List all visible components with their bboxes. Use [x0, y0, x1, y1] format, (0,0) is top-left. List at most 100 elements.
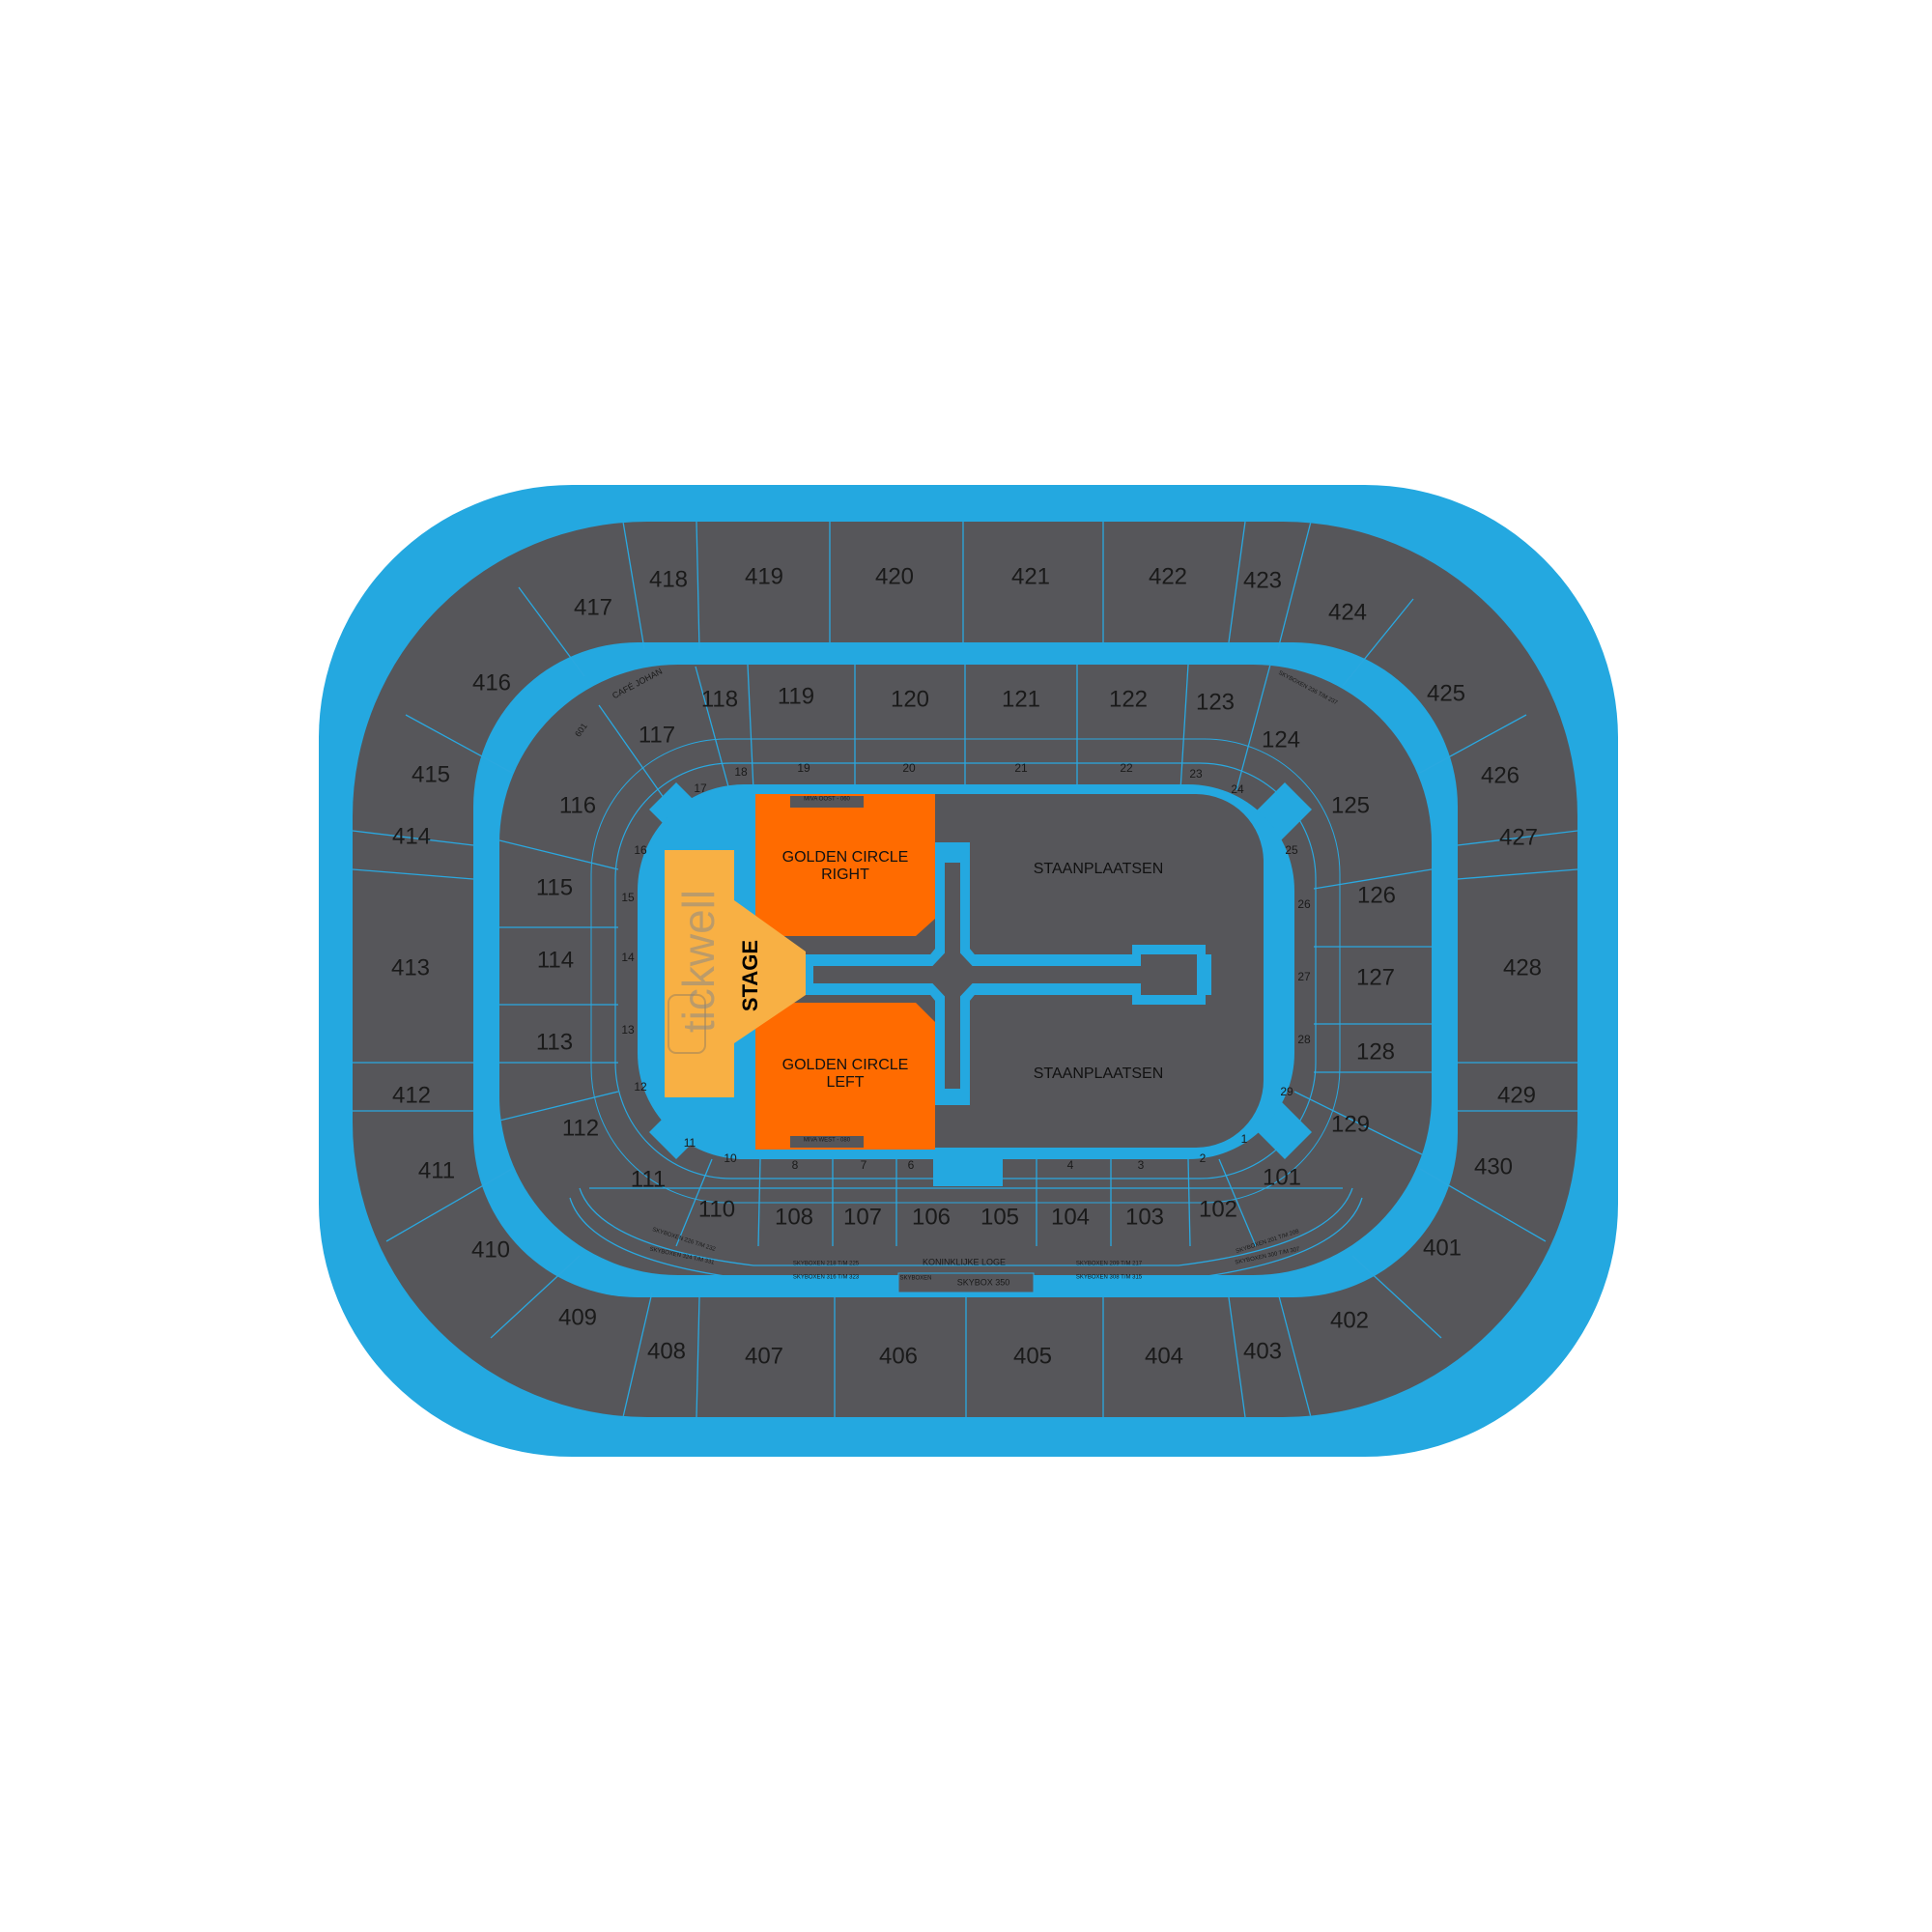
section-117[interactable]: 117: [639, 722, 675, 748]
section-107[interactable]: 107: [843, 1204, 882, 1230]
golden-circle-right-label-line1: GOLDEN CIRCLE: [782, 849, 909, 866]
stage-label: STAGE: [738, 940, 762, 1011]
section-106[interactable]: 106: [912, 1204, 951, 1230]
row-23: 23: [1189, 767, 1203, 781]
row-7: 7: [861, 1158, 867, 1172]
section-405[interactable]: 405: [1013, 1343, 1052, 1369]
section-412[interactable]: 412: [392, 1082, 431, 1108]
row-13: 13: [621, 1023, 635, 1037]
row-26: 26: [1297, 897, 1311, 911]
section-103[interactable]: 103: [1125, 1204, 1164, 1230]
row-16: 16: [634, 843, 647, 857]
section-111[interactable]: 111: [631, 1166, 666, 1192]
section-112[interactable]: 112: [562, 1115, 599, 1141]
section-429[interactable]: 429: [1497, 1082, 1536, 1108]
section-121[interactable]: 121: [1002, 686, 1040, 712]
section-102[interactable]: 102: [1199, 1196, 1237, 1222]
skyboxen-218-225-label: SKYBOXEN 218 T/M 225: [793, 1262, 860, 1267]
row-27: 27: [1297, 970, 1311, 983]
row-11: 11: [684, 1136, 696, 1150]
standing-area-top-label[interactable]: STAANPLAATSEN: [1034, 861, 1164, 877]
miva-west-label: MIVA WEST - 080: [804, 1138, 851, 1144]
section-116[interactable]: 116: [559, 792, 596, 818]
section-423[interactable]: 423: [1243, 567, 1282, 593]
row-19: 19: [797, 761, 810, 775]
section-110[interactable]: 110: [698, 1196, 735, 1222]
section-426[interactable]: 426: [1481, 762, 1520, 788]
standing-area-bottom-label[interactable]: STAANPLAATSEN: [1034, 1065, 1164, 1082]
row-21: 21: [1014, 761, 1028, 775]
miva-west-box: [790, 1136, 864, 1148]
section-127[interactable]: 127: [1356, 964, 1395, 990]
section-114[interactable]: 114: [537, 947, 574, 973]
section-120[interactable]: 120: [891, 686, 929, 712]
section-418[interactable]: 418: [649, 566, 688, 592]
section-417[interactable]: 417: [574, 594, 612, 620]
skyboxen-308-315-label: SKYBOXEN 308 T/M 315: [1076, 1275, 1143, 1281]
watermark-text: tickwell: [673, 890, 724, 1033]
row-4: 4: [1067, 1158, 1074, 1172]
section-419[interactable]: 419: [745, 563, 783, 589]
watermark-logo: [668, 994, 706, 1054]
section-414[interactable]: 414: [392, 823, 431, 849]
section-119[interactable]: 119: [778, 683, 814, 709]
section-123[interactable]: 123: [1196, 689, 1235, 715]
section-403[interactable]: 403: [1243, 1338, 1282, 1364]
skybox-350-box[interactable]: [897, 1272, 1035, 1293]
section-424[interactable]: 424: [1328, 599, 1367, 625]
skyboxen-316-323-label: SKYBOXEN 316 T/M 323: [793, 1275, 860, 1281]
row-6: 6: [908, 1158, 915, 1172]
section-404[interactable]: 404: [1145, 1343, 1183, 1369]
golden-circle-left-label-line1: GOLDEN CIRCLE: [782, 1057, 909, 1073]
section-125[interactable]: 125: [1331, 792, 1370, 818]
section-411[interactable]: 411: [418, 1157, 455, 1183]
section-416[interactable]: 416: [472, 669, 511, 696]
row-18: 18: [734, 765, 748, 779]
row-24: 24: [1231, 782, 1244, 796]
section-101[interactable]: 101: [1263, 1164, 1301, 1190]
skybox-350-label: SKYBOX 350: [957, 1277, 1010, 1287]
golden-circle-right[interactable]: [755, 794, 935, 936]
golden-circle-left-label-line2: LEFT: [826, 1074, 864, 1091]
section-420[interactable]: 420: [875, 563, 914, 589]
section-124[interactable]: 124: [1262, 726, 1300, 753]
section-422[interactable]: 422: [1149, 563, 1187, 589]
section-425[interactable]: 425: [1427, 680, 1465, 706]
section-406[interactable]: 406: [879, 1343, 918, 1369]
section-413[interactable]: 413: [391, 954, 430, 980]
section-126[interactable]: 126: [1357, 882, 1396, 908]
section-118[interactable]: 118: [701, 686, 738, 712]
section-428[interactable]: 428: [1503, 954, 1542, 980]
row-10: 10: [724, 1151, 737, 1165]
section-104[interactable]: 104: [1051, 1204, 1090, 1230]
section-122[interactable]: 122: [1109, 686, 1148, 712]
row-25: 25: [1285, 843, 1298, 857]
section-421[interactable]: 421: [1011, 563, 1050, 589]
section-105[interactable]: 105: [980, 1204, 1019, 1230]
section-129[interactable]: 129: [1331, 1111, 1370, 1137]
section-408[interactable]: 408: [647, 1338, 686, 1364]
section-415[interactable]: 415: [412, 761, 450, 787]
miva-oost-label: MIVA OOST - 060: [804, 797, 850, 803]
koninklijke-loge-label: KONINKLIJKE LOGE: [923, 1257, 1006, 1266]
catwalk-inner: [813, 863, 1197, 1089]
row-29: 29: [1280, 1085, 1293, 1098]
section-115[interactable]: 115: [536, 874, 573, 900]
row-14: 14: [621, 951, 635, 964]
row-12: 12: [634, 1080, 647, 1094]
golden-circle-right-label-line2: RIGHT: [821, 867, 869, 883]
section-410[interactable]: 410: [471, 1236, 510, 1263]
section-401[interactable]: 401: [1423, 1235, 1462, 1261]
section-409[interactable]: 409: [558, 1304, 597, 1330]
section-128[interactable]: 128: [1356, 1038, 1395, 1065]
skyboxen-label: SKYBOXEN: [899, 1276, 931, 1282]
section-108[interactable]: 108: [775, 1204, 813, 1230]
section-427[interactable]: 427: [1499, 824, 1538, 850]
golden-circle-left[interactable]: [755, 1003, 935, 1150]
row-15: 15: [621, 891, 635, 904]
section-402[interactable]: 402: [1330, 1307, 1369, 1333]
section-407[interactable]: 407: [745, 1343, 783, 1369]
section-113[interactable]: 113: [536, 1029, 573, 1055]
section-430[interactable]: 430: [1474, 1153, 1513, 1179]
